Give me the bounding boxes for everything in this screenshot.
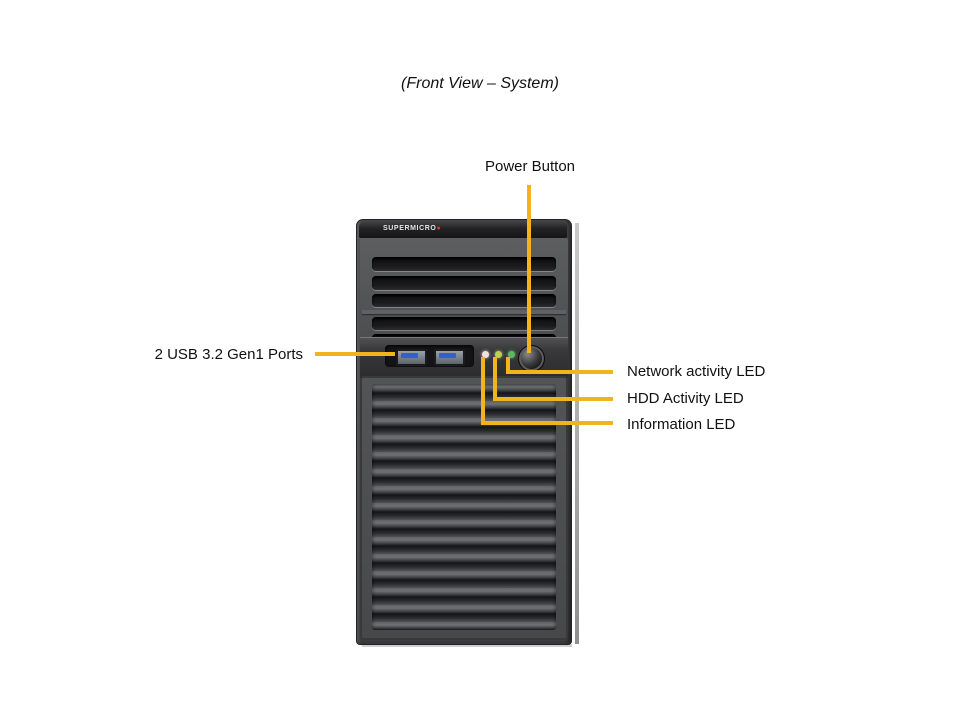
diagram-title: (Front View – System) [401, 75, 559, 92]
power-button-label: Power Button [484, 158, 576, 175]
supermicro-logo-text: SUPERMICRO [383, 225, 437, 232]
drive-bay-vent-4 [372, 317, 556, 330]
info-led-label: Information LED [627, 416, 736, 433]
drive-bay-vent-2 [372, 276, 556, 290]
usb-port-2-tongue [439, 353, 456, 358]
chassis-top-bezel: SUPERMICRO● [359, 221, 567, 239]
callout-line-info-vertical [481, 357, 485, 425]
callout-line-power-vertical [527, 185, 531, 353]
information-led [482, 351, 489, 358]
power-button [518, 345, 545, 372]
chassis-shadow-bottom [362, 644, 572, 647]
callout-line-network-vertical [506, 357, 510, 374]
hdd-led-label: HDD Activity LED [627, 390, 744, 407]
usb-ports-label: 2 USB 3.2 Gen1 Ports [154, 346, 303, 363]
drive-bay-seam [362, 310, 566, 314]
lower-louvered-door [360, 376, 568, 640]
callout-line-usb-horizontal [315, 352, 395, 356]
callout-line-hdd-vertical [493, 357, 497, 401]
louver-panel [372, 384, 556, 630]
network-led-label: Network activity LED [627, 363, 766, 380]
usb-port-2 [434, 349, 465, 366]
network-activity-led [508, 351, 515, 358]
callout-line-network-horizontal [506, 370, 613, 374]
tower-server-front: SUPERMICRO● [356, 219, 572, 645]
usb-port-recess [385, 345, 474, 367]
callout-line-hdd-horizontal [493, 397, 613, 401]
supermicro-logo: SUPERMICRO● [383, 225, 441, 232]
usb-port-1 [396, 349, 427, 366]
hdd-activity-led [495, 351, 502, 358]
supermicro-logo-dot: ● [436, 225, 442, 232]
drive-bay-vent-3 [372, 294, 556, 307]
usb-port-1-tongue [401, 353, 418, 358]
drive-bay-vent-1 [372, 257, 556, 271]
callout-line-info-horizontal [481, 421, 613, 425]
chassis-shadow-right [575, 223, 579, 644]
